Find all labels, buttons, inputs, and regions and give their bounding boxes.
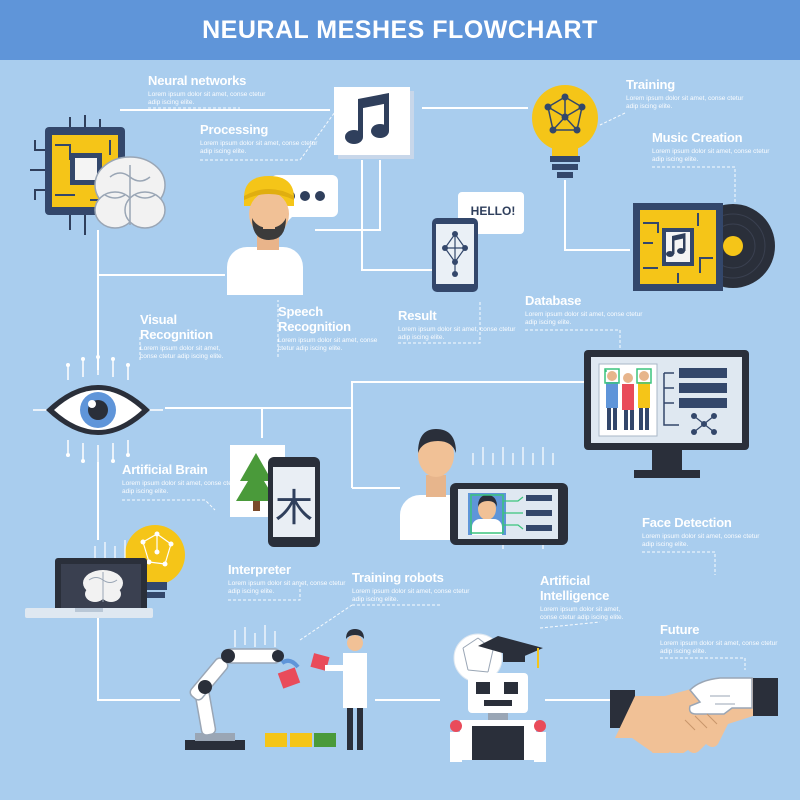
- label-visual-recognition: Visual Recognition Lorem ipsum dolor sit…: [140, 312, 230, 361]
- node-title: Training robots: [352, 570, 444, 585]
- connector: [315, 160, 381, 231]
- page-title: NEURAL MESHES FLOWCHART: [202, 16, 598, 44]
- connector: [97, 612, 180, 701]
- callout-line: [539, 621, 601, 629]
- callout-line: [599, 112, 626, 126]
- node-description: Lorem ipsum dolor sit amet, conse ctetur…: [626, 95, 744, 110]
- callout-line: [660, 657, 746, 670]
- label-training-robots: Training robots Lorem ipsum dolor sit am…: [352, 570, 477, 604]
- label-artificial-brain: Artificial Brain Lorem ipsum dolor sit a…: [122, 462, 247, 496]
- node-description: Lorem ipsum dolor sit amet, conse ctetur…: [352, 588, 470, 603]
- translated-character: 木: [274, 486, 313, 530]
- callout-line: [200, 111, 336, 161]
- node-title: Neural networks: [148, 73, 247, 88]
- label-neural-networks: Neural networks Lorem ipsum dolor sit am…: [148, 73, 273, 107]
- monitor-database-icon: [584, 350, 749, 478]
- node-description: Lorem ipsum dolor sit amet, conse ctetur…: [278, 337, 378, 352]
- music-note-icon: [334, 87, 414, 159]
- label-music-creation: Music Creation Lorem ipsum dolor sit ame…: [652, 130, 777, 164]
- label-artificial-intelligence: Artificial Intelligence Lorem ipsum dolo…: [540, 573, 630, 622]
- callout-line: [398, 300, 481, 344]
- node-description: Lorem ipsum dolor sit amet, conse ctetur…: [652, 148, 770, 163]
- chip-vinyl-icon: [633, 203, 775, 291]
- node-description: Lorem ipsum dolor sit amet, conse ctetur…: [398, 326, 516, 341]
- node-title: Result: [398, 308, 437, 323]
- title-banner: NEURAL MESHES FLOWCHART: [0, 0, 800, 60]
- handshake-icon: [610, 677, 778, 753]
- callout-line: [525, 329, 621, 350]
- label-interpreter: Interpreter Lorem ipsum dolor sit amet, …: [228, 562, 353, 596]
- label-training: Training Lorem ipsum dolor sit amet, con…: [626, 77, 751, 111]
- laptop-brain-icon: [25, 525, 185, 618]
- label-result: Result Lorem ipsum dolor sit amet, conse…: [398, 308, 523, 342]
- face-scan-icon: [400, 429, 568, 549]
- node-title: Speech Recognition: [278, 304, 351, 334]
- callout-line: [652, 166, 736, 205]
- callout-line: [228, 585, 301, 601]
- node-title: Music Creation: [652, 130, 743, 145]
- lightbulb-network-icon: [532, 85, 598, 178]
- label-future: Future Lorem ipsum dolor sit amet, conse…: [660, 622, 785, 656]
- node-title: Training: [626, 77, 675, 92]
- connector: [351, 381, 585, 408]
- node-description: Lorem ipsum dolor sit amet, conse ctetur…: [200, 140, 318, 155]
- node-description: Lorem ipsum dolor sit amet, conse ctetur…: [140, 345, 224, 360]
- node-description: Lorem ipsum dolor sit amet, conse ctetur…: [525, 311, 643, 326]
- node-title: Database: [525, 293, 582, 308]
- node-title: Future: [660, 622, 700, 637]
- node-title: Processing: [200, 122, 269, 137]
- connector: [361, 160, 440, 271]
- robot-graduate-icon: [450, 633, 546, 762]
- callout-line: [642, 551, 716, 575]
- connector: [564, 180, 630, 251]
- node-title: Artificial Brain: [122, 462, 208, 477]
- label-speech-recognition: Speech Recognition Lorem ipsum dolor sit…: [278, 304, 378, 353]
- node-description: Lorem ipsum dolor sit amet, conse ctetur…: [228, 580, 346, 595]
- callout-line: [299, 604, 353, 641]
- node-description: Lorem ipsum dolor sit amet, conse ctetur…: [642, 533, 760, 548]
- speaker-person-icon: [227, 175, 338, 295]
- node-title: Face Detection: [642, 515, 732, 530]
- eye-circuit-icon: [33, 355, 163, 463]
- tablet-character-icon: 木: [228, 435, 328, 550]
- label-face-detection: Face Detection Lorem ipsum dolor sit ame…: [642, 515, 767, 549]
- node-description: Lorem ipsum dolor sit amet, conse ctetur…: [540, 606, 624, 621]
- robot-arm-icon: [185, 625, 367, 750]
- node-description: Lorem ipsum dolor sit amet, conse ctetur…: [660, 640, 778, 655]
- node-description: Lorem ipsum dolor sit amet, conse ctetur…: [122, 480, 240, 495]
- node-title: Visual Recognition: [140, 312, 213, 342]
- node-description: Lorem ipsum dolor sit amet, conse ctetur…: [148, 91, 266, 106]
- node-title: Artificial Intelligence: [540, 573, 610, 603]
- chip-brain-icon: [30, 115, 166, 235]
- speech-bubble-text: HELLO!: [470, 204, 516, 218]
- callout-line: [122, 499, 216, 511]
- label-database: Database Lorem ipsum dolor sit amet, con…: [525, 293, 650, 327]
- label-processing: Processing Lorem ipsum dolor sit amet, c…: [200, 122, 325, 156]
- node-title: Interpreter: [228, 562, 291, 577]
- phone-hello-icon: HELLO!: [430, 190, 525, 295]
